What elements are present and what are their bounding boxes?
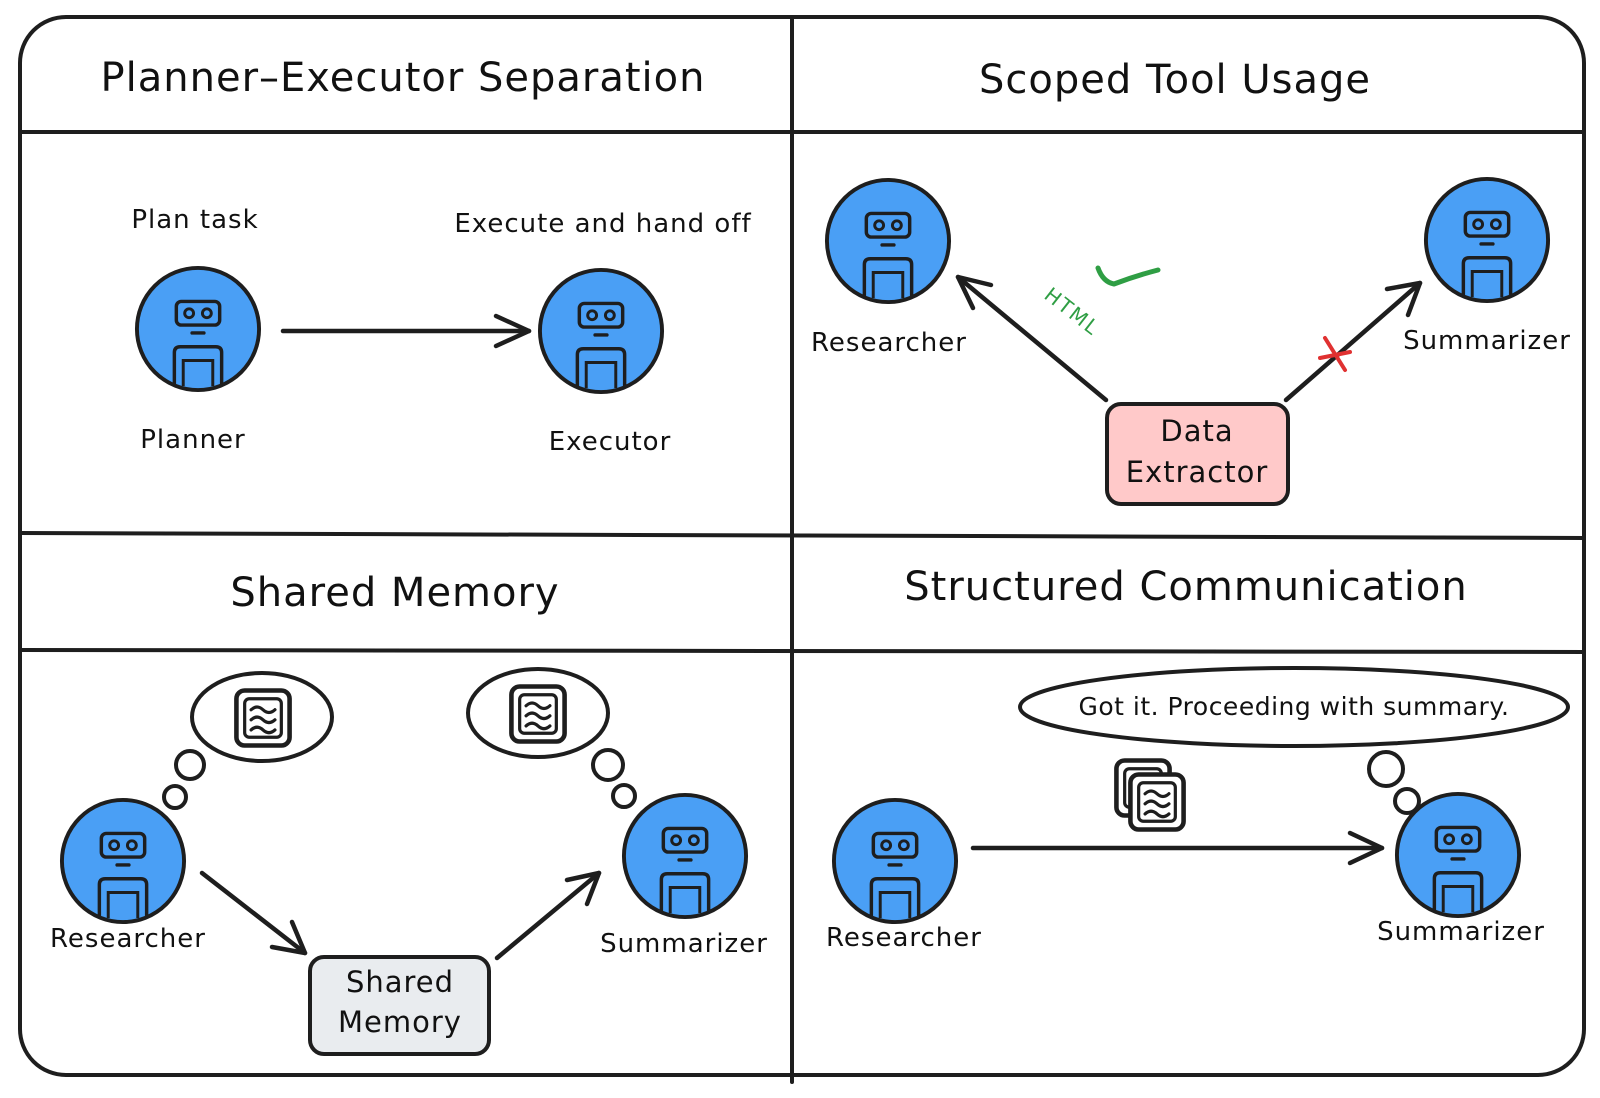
executor-agent-icon xyxy=(537,267,665,395)
data-extractor-label-line2: Extractor xyxy=(1126,455,1269,489)
data-extractor-box: Data Extractor xyxy=(1105,402,1290,506)
panel-title-scoped-tool-usage: Scoped Tool Usage xyxy=(979,57,1371,103)
summarizer-label: Summarizer xyxy=(600,929,768,959)
message-arrow xyxy=(970,830,1385,866)
read-memory-arrow xyxy=(494,870,602,961)
summarizer-label: Summarizer xyxy=(1403,326,1571,356)
panel-shared-memory: Shared Memory Researcher Summarizer Sh xyxy=(50,570,768,1056)
summarizer-memory-document-icon xyxy=(511,687,564,742)
researcher-agent-icon xyxy=(59,797,187,925)
planner-caption: Plan task xyxy=(131,205,258,235)
allowed-arrow xyxy=(955,274,1109,403)
shared-memory-label-line2: Memory xyxy=(338,1005,462,1039)
panel-title-shared-memory: Shared Memory xyxy=(230,570,559,616)
researcher-label: Researcher xyxy=(50,924,206,954)
executor-label: Executor xyxy=(549,427,672,457)
researcher-agent-icon xyxy=(824,177,952,305)
executor-caption: Execute and hand off xyxy=(454,209,751,239)
check-icon xyxy=(1095,265,1161,287)
reply-speech-bubble: Got it. Proceeding with summary. xyxy=(1018,666,1570,815)
panel-title-structured-communication: Structured Communication xyxy=(904,564,1467,610)
summarizer-agent-icon xyxy=(1423,176,1551,304)
cross-icon xyxy=(1318,336,1352,372)
researcher-label: Researcher xyxy=(811,328,967,358)
write-memory-arrow xyxy=(199,870,308,956)
researcher-label: Researcher xyxy=(826,923,982,953)
planner-agent-icon xyxy=(134,265,262,393)
html-tag: HTML xyxy=(1040,282,1105,340)
summarizer-label: Summarizer xyxy=(1377,917,1545,947)
panel-scoped-tool-usage: Scoped Tool Usage Researcher Summarizer … xyxy=(811,57,1571,506)
panel-planner-executor: Planner–Executor Separation Plan task Ex… xyxy=(101,55,751,457)
researcher-agent-icon xyxy=(831,797,959,925)
planner-label: Planner xyxy=(140,425,245,455)
data-extractor-label-line1: Data xyxy=(1160,414,1233,448)
blocked-arrow xyxy=(1283,280,1423,403)
panel-structured-communication: Structured Communication Got it. Proceed… xyxy=(826,564,1570,953)
panel-frame xyxy=(18,15,1586,1084)
shared-memory-label-line1: Shared xyxy=(346,965,454,999)
summarizer-agent-icon xyxy=(1394,791,1522,919)
reply-text: Got it. Proceeding with summary. xyxy=(1078,692,1509,721)
message-document-stack-icon xyxy=(1116,761,1183,830)
shared-memory-box: Shared Memory xyxy=(308,955,491,1056)
researcher-memory-document-icon xyxy=(236,691,289,746)
summarizer-thought-bubble xyxy=(466,667,637,809)
summarizer-agent-icon xyxy=(621,792,749,920)
handoff-arrow xyxy=(280,313,532,349)
panel-title-planner-executor: Planner–Executor Separation xyxy=(101,55,706,101)
